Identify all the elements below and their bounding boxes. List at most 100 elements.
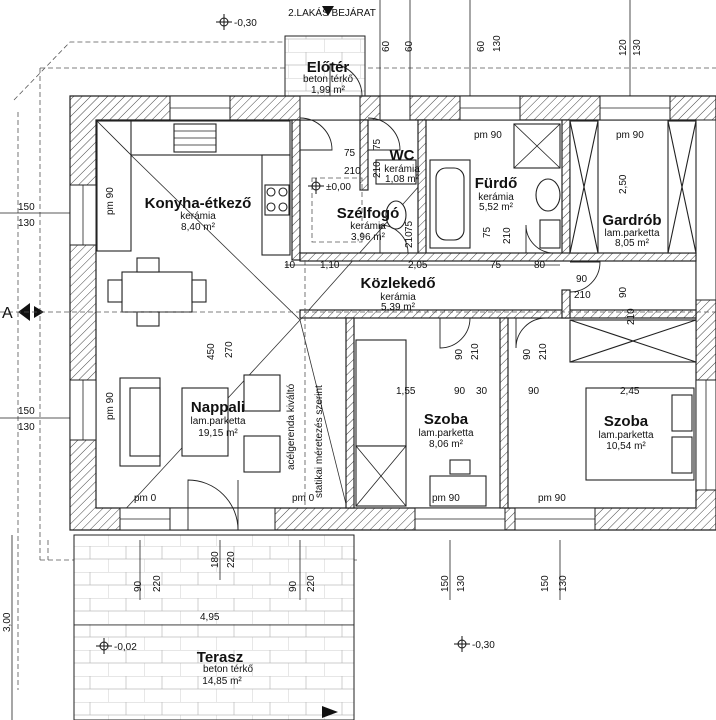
dim-text: 180 [210,551,221,568]
entrance-label: 2.LAKÁS BEJÁRAT [288,6,376,19]
svg-text:Szélfogó: Szélfogó [337,205,400,222]
svg-text:WC: WC [390,147,415,164]
dim-text: 130 [18,218,35,229]
dim-text: 2,05 [408,260,428,271]
dim-text: 120 [618,39,629,56]
svg-text:Konyha-étkező: Konyha-étkező [145,195,252,212]
dim-text: 90 [522,348,533,360]
dim-text: 130 [632,39,643,56]
room-label-wc: WC kerámia 1,08 m² [384,147,420,185]
dim-text: 10 [284,260,296,271]
svg-text:lam.parketta: lam.parketta [190,416,245,427]
dim-text: 75 [490,260,502,271]
dim-text: 210 [626,308,637,325]
dim-text: 210 [538,343,549,360]
svg-text:Szoba: Szoba [604,413,649,430]
dim-text: 90 [454,386,466,397]
room-label-szoba1: Szoba lam.parketta 8,06 m² [418,411,473,450]
dim-text: 1,55 [396,386,416,397]
dim-text: 60 [476,40,487,52]
svg-text:Fürdő: Fürdő [475,175,518,192]
svg-text:Nappali: Nappali [191,399,245,416]
dim-text: pm 90 [474,130,502,141]
dim-text: 210 [404,231,415,248]
svg-text:14,85 m²: 14,85 m² [202,676,242,687]
dim-text: pm 90 [105,187,116,215]
svg-text:kerámia: kerámia [384,164,420,175]
dim-text: 130 [558,575,569,592]
interior-walls [291,119,697,509]
svg-text:8,05 m²: 8,05 m² [615,238,650,249]
dim-text: 150 [440,575,451,592]
level-label: -0,30 [234,18,257,29]
svg-text:Terasz: Terasz [197,649,243,666]
dim-text: pm 90 [538,493,566,504]
room-label-nappali: Nappali lam.parketta 19,15 m² [190,399,245,439]
room-label-szoba2: Szoba lam.parketta 10,54 m² [598,413,653,452]
dim-text: 4,95 [200,612,220,623]
dim-text: 130 [492,35,503,52]
svg-text:5,52 m²: 5,52 m² [479,202,514,213]
dim-text: 90 [618,286,629,298]
level-label: -0,02 [114,642,137,653]
dimension-texts: 60 60 60 130 120 130 150 130 150 130 pm … [2,35,644,632]
dim-text: 75 [344,148,356,159]
beam-note: acélgerenda kiváltó [286,383,297,470]
entrance-arrow [322,6,334,16]
dim-text: pm 0 [292,493,315,504]
level-label: ±0,00 [326,182,351,193]
svg-text:1,08 m²: 1,08 m² [385,174,420,185]
dim-text: 75 [404,220,415,232]
svg-text:beton térkő: beton térkő [203,664,253,675]
svg-text:10,54 m²: 10,54 m² [606,441,646,452]
dim-text: 60 [404,40,415,52]
svg-text:1,99 m²: 1,99 m² [311,85,346,96]
wardrobe-shelves [569,120,697,363]
dim-text: pm 0 [134,493,157,504]
dim-text: 2,50 [618,174,629,194]
room-label-eloter: Előtér beton térkő 1,99 m² [303,59,353,96]
svg-text:kerámia: kerámia [350,221,386,232]
svg-text:8,40 m²: 8,40 m² [181,222,216,233]
dim-text: 210 [470,343,481,360]
dim-text: 90 [288,580,299,592]
room-label-szelfogo: Szélfogó kerámia 3,96 m² [337,205,400,243]
dim-text: 150 [18,406,35,417]
bedroom2-furniture [585,387,695,481]
dim-text: pm 90 [616,130,644,141]
svg-text:8,06 m²: 8,06 m² [429,439,464,450]
bedroom1-furniture [355,339,487,507]
dim-text: 3,00 [2,612,13,632]
svg-text:5,39 m²: 5,39 m² [381,302,416,313]
dim-text: 90 [454,348,465,360]
kitchen-furniture [96,120,291,256]
beam-note: statikai méretezés szerint [314,385,325,498]
level-label: -0,30 [472,640,495,651]
dim-text: 150 [540,575,551,592]
section-marker-a [0,303,716,321]
dim-text: 150 [18,202,35,213]
svg-text:lam.parketta: lam.parketta [598,430,653,441]
dim-text: 30 [476,386,488,397]
svg-text:Közlekedő: Közlekedő [360,275,435,292]
dim-text: 2,45 [620,386,640,397]
room-label-gardrob: Gardrób lam.parketta 8,05 m² [602,212,661,249]
bathroom-fixtures [375,123,561,249]
svg-text:kerámia: kerámia [180,211,216,222]
dim-text: 210 [344,166,361,177]
dim-text: 80 [534,260,546,271]
dim-text: pm 90 [432,493,460,504]
dim-text: 210 [502,227,513,244]
living-furniture [119,374,281,473]
dim-text: 90 [576,274,588,285]
dim-text: 130 [456,575,467,592]
room-label-terasz: Terasz beton térkő 14,85 m² [197,649,254,687]
svg-text:Előtér: Előtér [307,59,350,76]
dim-text: 210 [372,161,383,178]
dim-text: 75 [372,138,383,150]
svg-text:lam.parketta: lam.parketta [418,428,473,439]
svg-text:lam.parketta: lam.parketta [604,228,659,239]
svg-text:kerámia: kerámia [478,192,514,203]
dim-text: pm 90 [105,392,116,420]
